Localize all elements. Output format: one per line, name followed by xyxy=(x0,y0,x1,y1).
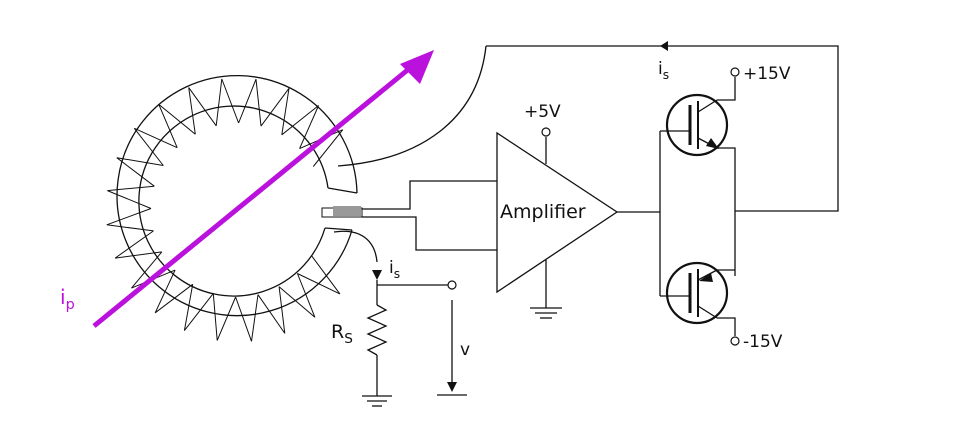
winding-turn xyxy=(183,284,214,331)
secondary-current-label-bottom: is xyxy=(389,258,400,281)
sense-resistor-icon xyxy=(366,304,388,356)
plus15v-label: +15V xyxy=(743,64,791,84)
secondary-winding xyxy=(106,78,344,342)
amplifier-label: Amplifier xyxy=(500,201,586,223)
winding-turn xyxy=(257,286,286,334)
winding-lead-bottom xyxy=(333,230,378,263)
winding-turn xyxy=(212,293,237,341)
secondary-current-label-top: is xyxy=(658,59,669,82)
resistor-ground-icon xyxy=(362,395,392,407)
sensor-lead-top xyxy=(362,180,497,210)
amplifier xyxy=(496,131,619,294)
winding-turn xyxy=(116,157,164,187)
output-voltage-label: v xyxy=(460,340,470,360)
winding-turn xyxy=(107,185,155,209)
plus15v-terminal xyxy=(730,67,740,77)
ground-icon xyxy=(530,307,562,319)
transistor-upper-icon xyxy=(665,93,729,157)
winding-turn xyxy=(297,255,341,295)
winding-turn xyxy=(114,230,162,259)
sensor-lead-bottom xyxy=(362,216,497,251)
winding-turn xyxy=(215,78,240,126)
transistor-lower-icon xyxy=(665,261,729,325)
winding-turn xyxy=(188,87,217,135)
winding-turn xyxy=(133,127,178,166)
winding-turn xyxy=(158,104,196,148)
secondary-current-arrow xyxy=(372,270,382,280)
winding-turn xyxy=(154,269,194,314)
hall-sensor xyxy=(321,206,363,218)
plus5v-label: +5V xyxy=(524,102,561,122)
output-terminal xyxy=(447,280,457,290)
plus5v-terminal xyxy=(541,127,551,137)
winding-turn xyxy=(238,79,262,127)
winding-turn xyxy=(106,208,154,232)
feedback-arrow xyxy=(660,41,668,51)
winding-lead-top xyxy=(337,45,487,167)
winding-turn xyxy=(299,129,344,167)
toroid-core xyxy=(116,75,358,317)
winding-turn xyxy=(278,273,316,318)
winding-turn xyxy=(260,88,290,135)
minus15v-terminal xyxy=(730,336,740,346)
output-voltage-arrow xyxy=(447,382,457,392)
winding-turn xyxy=(131,251,176,289)
winding-turn xyxy=(281,105,320,149)
primary-conductor-arrow xyxy=(92,50,434,328)
winding-turn xyxy=(235,294,259,342)
sense-resistor-label: RS xyxy=(331,321,353,347)
minus15v-label: -15V xyxy=(743,332,783,352)
primary-current-label: ip xyxy=(60,285,75,313)
